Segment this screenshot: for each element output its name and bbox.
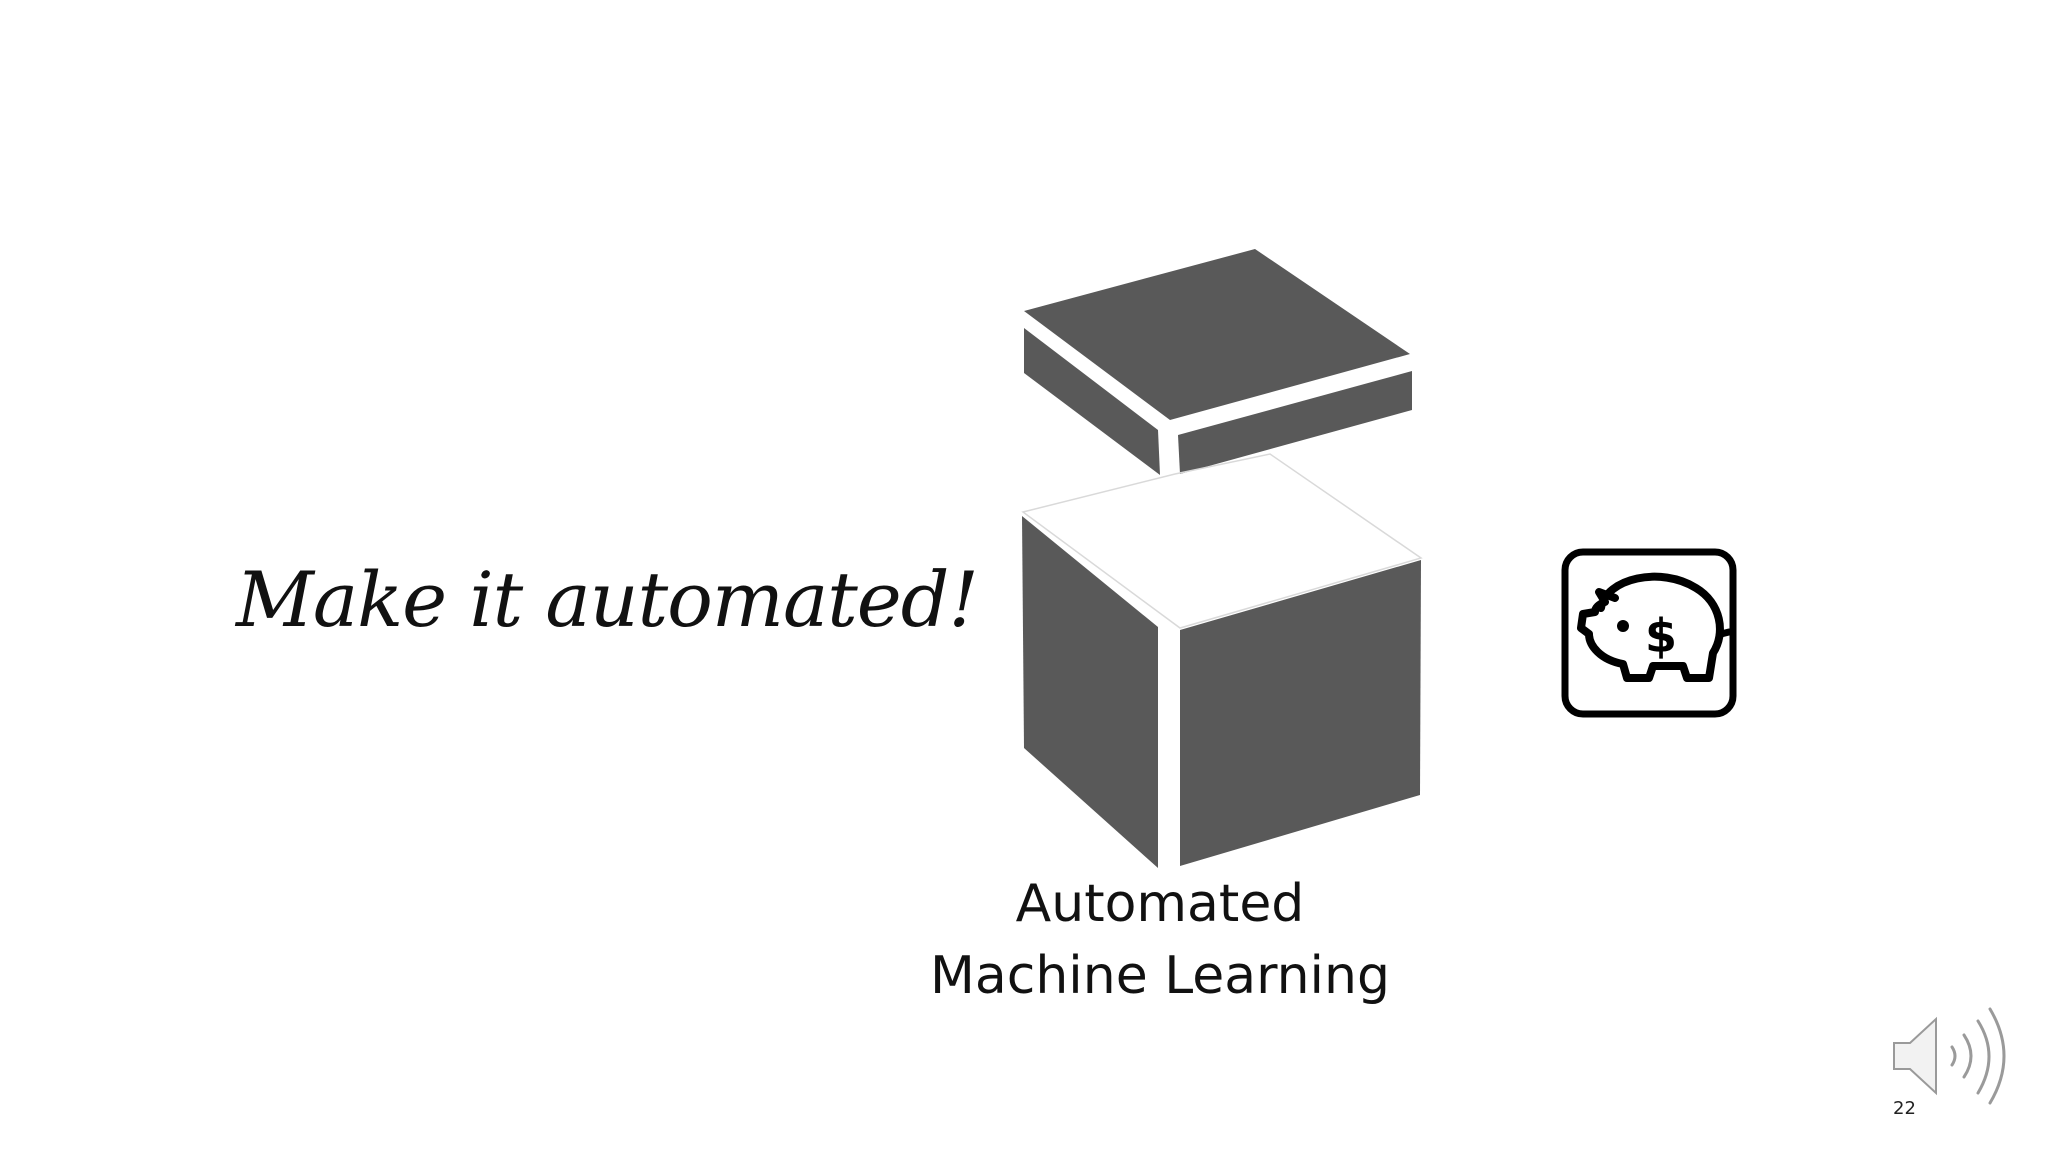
box-caption: Automated Machine Learning <box>900 868 1420 1012</box>
speaker-icon[interactable] <box>1890 1005 2020 1105</box>
piggy-bank-dollar-icon: $ <box>1561 548 1737 718</box>
slide-headline: Make it automated! <box>236 555 979 644</box>
svg-text:$: $ <box>1645 609 1677 663</box>
page-number: 22 <box>1893 1098 1916 1119</box>
open-box-icon <box>1021 249 1423 868</box>
caption-line-1: Automated <box>1015 874 1305 934</box>
caption-line-2: Machine Learning <box>930 946 1390 1006</box>
